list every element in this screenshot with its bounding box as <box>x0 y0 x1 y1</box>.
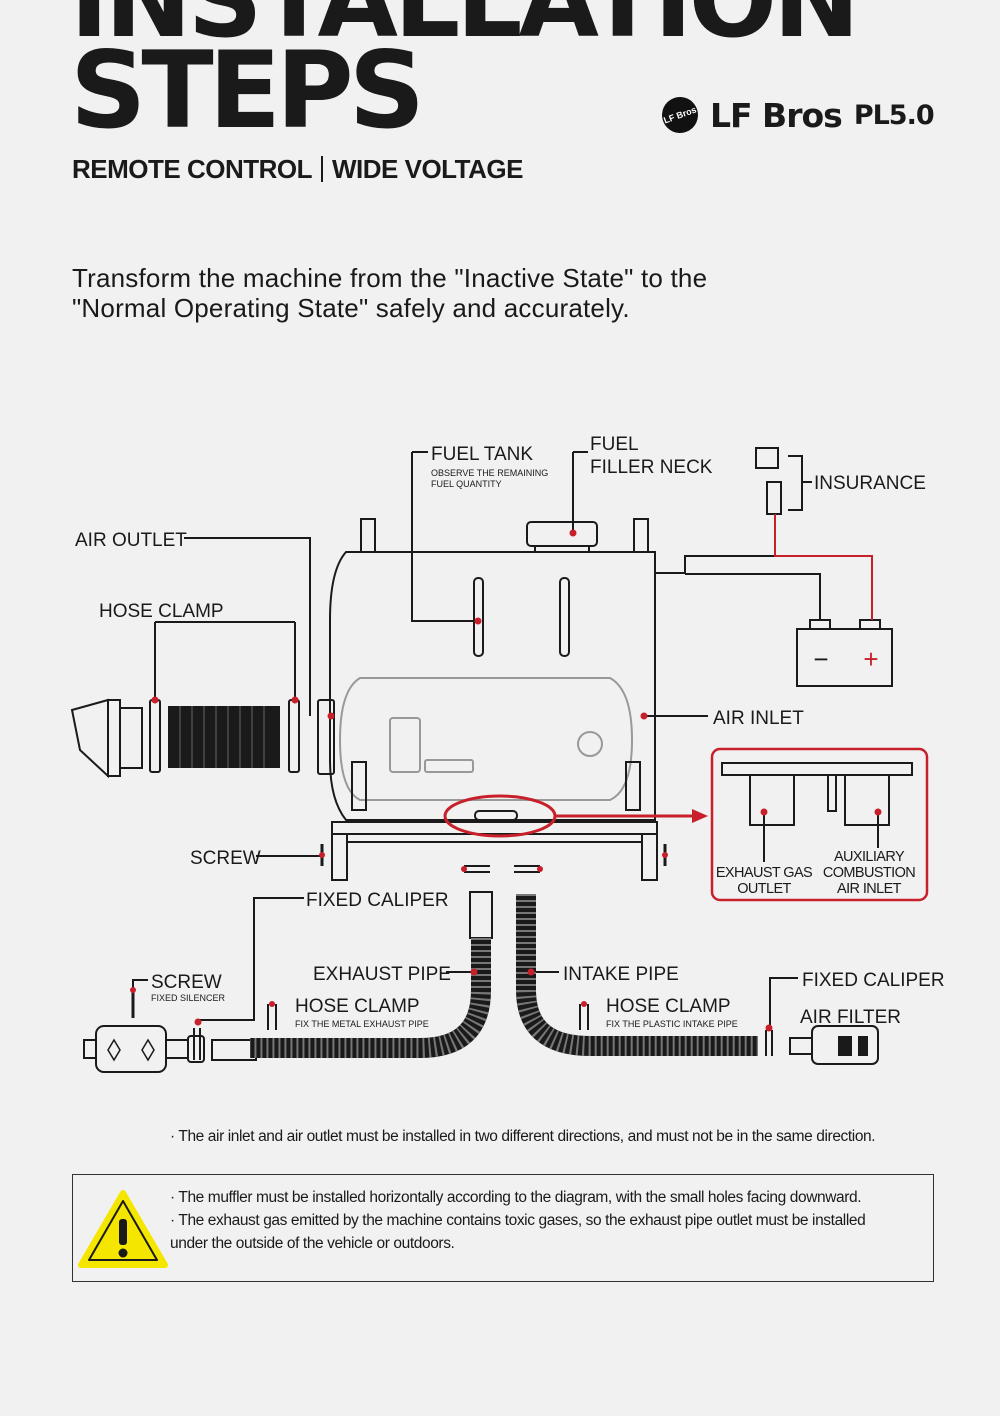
label-air-inlet: AIR INLET <box>713 708 804 729</box>
fuel-filler-cap <box>526 521 598 547</box>
leader-insurance <box>788 455 812 511</box>
leader-fixed-caliper <box>198 897 304 1021</box>
air-outlet-vent <box>70 698 109 779</box>
label-fixed-caliper-mid: FIXED CALIPER <box>306 890 449 911</box>
label-aux-inlet-1: AUXILIARY <box>834 849 905 865</box>
label-exhaust-gas-outlet-1: EXHAUST GAS <box>716 865 812 881</box>
label-fuel-tank: FUEL TANK <box>431 444 533 465</box>
leader-fuel-tank <box>411 451 478 622</box>
battery-minus: − <box>813 644 828 674</box>
label-exhaust-gas-outlet-2: OUTLET <box>737 881 791 897</box>
mount-tab-right <box>633 518 649 553</box>
label-hose-clamp-exhaust: HOSE CLAMP <box>295 996 420 1017</box>
fuel-gauge-right <box>559 577 570 657</box>
warning-icon <box>78 1190 168 1268</box>
brand-name: LF Bros <box>710 95 843 135</box>
warning-line-1: · The muffler must be installed horizont… <box>170 1189 862 1206</box>
silencer-body <box>95 1025 167 1073</box>
air-outlet-hose <box>168 706 280 768</box>
warning-line-2: · The exhaust gas emitted by the machine… <box>170 1212 866 1229</box>
exhaust-highlight <box>443 794 557 838</box>
battery-plus: + <box>863 644 878 674</box>
label-fuel-tank-note-1: OBSERVE THE REMAINING <box>431 468 548 478</box>
subtitle-remote-control: REMOTE CONTROL <box>72 154 313 184</box>
exhaust-pipe-stub <box>469 891 493 939</box>
fuel-gauge-left <box>473 577 484 657</box>
heater-housing <box>329 551 656 821</box>
intro-text: Transform the machine from the "Inactive… <box>72 263 772 323</box>
base-frame <box>331 821 658 835</box>
label-air-filter: AIR FILTER <box>800 1007 901 1028</box>
label-exhaust-pipe: EXHAUST PIPE <box>313 964 451 985</box>
wire-negative <box>655 514 821 620</box>
page-subtitle: REMOTE CONTROL WIDE VOLTAGE <box>72 154 523 185</box>
page-title-top: INSTALLATION <box>70 0 860 61</box>
brand-model: PL5.0 <box>853 99 935 131</box>
heater-core <box>338 677 634 801</box>
air-outlet-collar <box>317 699 335 775</box>
detail-box <box>710 747 929 902</box>
warning-box: · The muffler must be installed horizont… <box>72 1174 934 1282</box>
label-screw-mid: SCREW <box>190 848 261 869</box>
warning-text: · The muffler must be installed horizont… <box>170 1186 930 1255</box>
battery <box>796 628 893 687</box>
warning-line-3: under the outside of the vehicle or outd… <box>170 1235 455 1252</box>
label-fuel-tank-note-2: FUEL QUANTITY <box>431 479 502 489</box>
label-hose-clamp-intake-note: FIX THE PLASTIC INTAKE PIPE <box>606 1019 738 1029</box>
wire-positive <box>774 514 873 620</box>
fuse-holder <box>755 447 779 469</box>
note-direction: · The air inlet and air outlet must be i… <box>170 1128 876 1145</box>
leader-hose-clamp <box>154 621 296 700</box>
label-air-outlet: AIR OUTLET <box>75 530 187 551</box>
label-hose-clamp-top: HOSE CLAMP <box>99 601 224 622</box>
leader-fixed-caliper-right <box>769 977 798 1026</box>
label-fuel-filler-neck-1: FUEL <box>590 434 639 455</box>
label-fixed-silencer: FIXED SILENCER <box>151 993 226 1003</box>
brand: LF Bros LF Bros PL5.0 <box>656 91 935 139</box>
label-hose-clamp-exhaust-note: FIX THE METAL EXHAUST PIPE <box>295 1019 429 1029</box>
intro-line-2: "Normal Operating State" safely and accu… <box>72 293 630 323</box>
subtitle-divider <box>321 156 323 182</box>
mount-tab-left <box>360 518 376 553</box>
leader-screw-bottom <box>132 979 148 990</box>
exhaust-flex-pipe <box>250 938 491 1058</box>
label-fuel-filler-neck-2: FILLER NECK <box>590 457 713 478</box>
page-title: STEPS <box>70 29 425 152</box>
intro-line-1: Transform the machine from the "Inactive… <box>72 263 708 293</box>
label-aux-inlet-3: AIR INLET <box>837 881 902 897</box>
label-fixed-caliper-right: FIXED CALIPER <box>802 970 945 991</box>
label-hose-clamp-intake: HOSE CLAMP <box>606 996 731 1017</box>
leader-air-outlet <box>184 537 311 716</box>
subtitle-wide-voltage: WIDE VOLTAGE <box>332 154 523 184</box>
label-intake-pipe: INTAKE PIPE <box>563 964 679 985</box>
label-insurance: INSURANCE <box>814 473 926 494</box>
label-aux-inlet-2: COMBUSTION <box>823 865 915 881</box>
label-screw-bottom: SCREW <box>151 972 222 993</box>
leader-filler-neck <box>572 451 588 533</box>
